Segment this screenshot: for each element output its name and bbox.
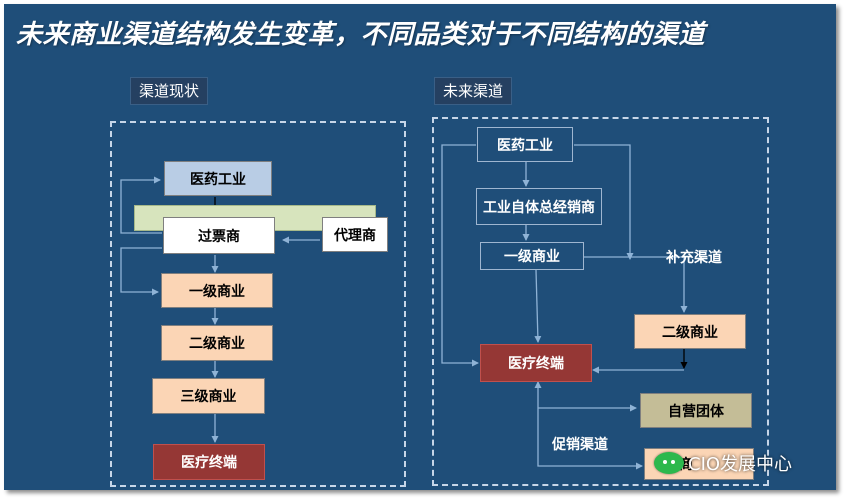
future-channel-frame (432, 117, 769, 486)
arrow-loop-to-pharma (120, 176, 162, 234)
arrow-level1-to-level2 (584, 256, 688, 313)
current-channel-frame (110, 121, 406, 487)
watermark-text: CIO发展中心 (688, 454, 793, 475)
arrow-level1-to-terminal (534, 269, 542, 343)
future-channel-heading: 未来渠道 (434, 77, 513, 105)
future-level2-box: 二级商业 (634, 314, 746, 349)
slide-title: 未来商业渠道结构发生变革，不同品类对于不同结构的渠道 (16, 20, 706, 50)
current-channel-heading: 渠道现状 (130, 77, 209, 105)
supplement-channel-label: 补充渠道 (666, 250, 722, 266)
future-pharma-box: 医药工业 (477, 127, 573, 162)
future-terminal-box: 医疗终端 (480, 344, 592, 382)
current-pharma-box: 医药工业 (164, 161, 272, 196)
current-agent-box: 代理商 (322, 217, 388, 252)
slide: 未来商业渠道结构发生变革，不同品类对于不同结构的渠道 渠道现状 (4, 4, 836, 490)
current-level1-box: 一级商业 (161, 273, 273, 308)
current-ticket-box: 过票商 (163, 217, 275, 254)
watermark: CIO发展中心 (654, 450, 792, 476)
future-self-group-box: 自营团体 (640, 393, 752, 428)
current-level3-box: 三级商业 (152, 378, 265, 414)
arrow-to-promo-box (537, 408, 643, 470)
current-terminal-box: 医疗终端 (153, 444, 265, 480)
future-level1-box: 一级商业 (480, 242, 584, 270)
wechat-icon (654, 452, 684, 474)
arrow-pharma-to-terminal (441, 144, 479, 367)
current-level2-box: 二级商业 (161, 325, 273, 361)
arrow-loop-to-level1 (120, 247, 162, 296)
arrow-pharma-to-supplement (574, 144, 634, 260)
promo-channel-label: 促销渠道 (552, 437, 608, 453)
future-distributor-box: 工业自体总经销商 (476, 188, 602, 225)
